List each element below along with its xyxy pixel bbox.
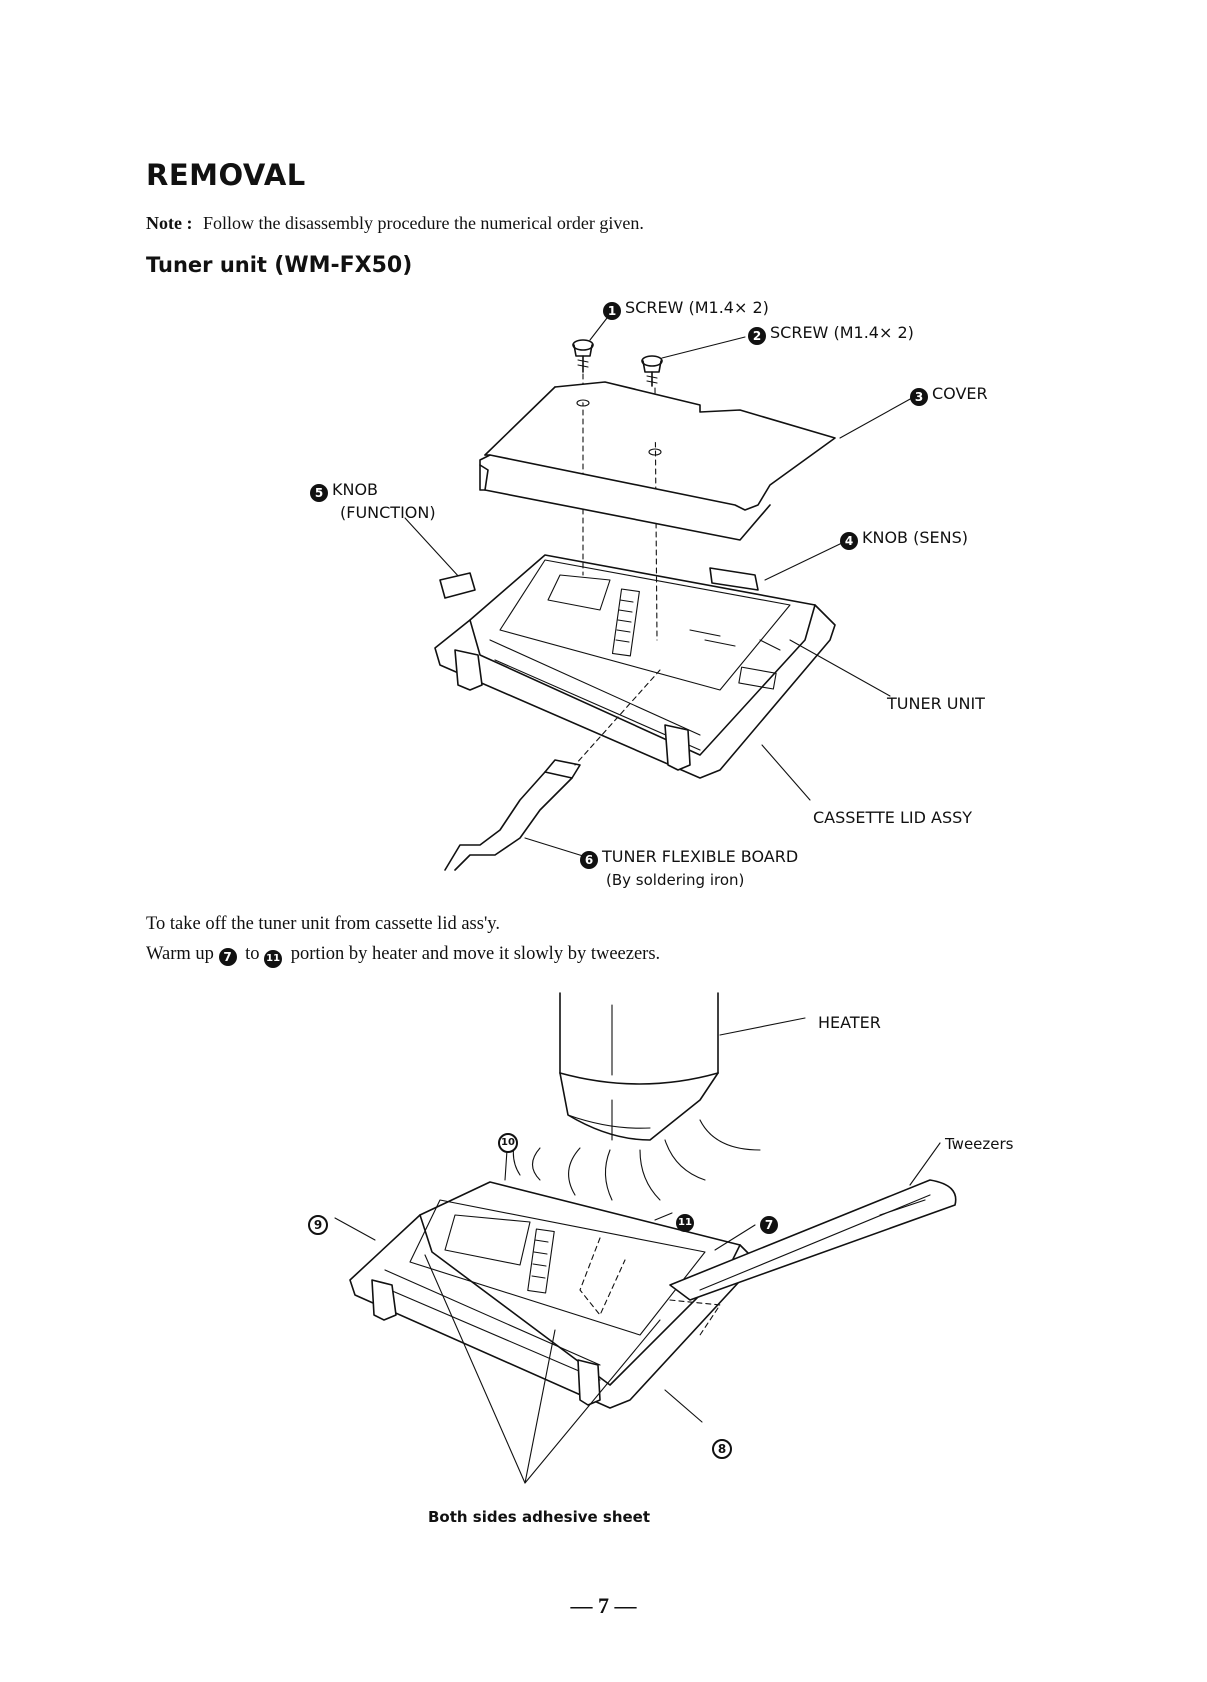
label-step-8: 8 — [712, 1436, 736, 1459]
label-adhesive-sheet: Both sides adhesive sheet — [428, 1508, 651, 1526]
section-title-main: Tuner unit — [146, 253, 267, 277]
label-flex-board-note: (By soldering iron) — [606, 871, 745, 889]
step-badge-7: 7 — [218, 948, 237, 966]
screw1-drawing — [572, 339, 594, 373]
instruction-line-2: Warm up 7 to 11 portion by heater and mo… — [146, 944, 660, 968]
figure2-drawing — [334, 992, 957, 1484]
label-tweezers: Tweezers — [945, 1135, 1014, 1153]
step-badge-2: 2 — [748, 327, 766, 345]
step-badge-1: 1 — [603, 302, 621, 320]
step-badge-4: 4 — [840, 532, 858, 550]
page-title: REMOVAL — [146, 158, 306, 192]
label-knob-function-line2: (FUNCTION) — [340, 503, 436, 522]
label-step-9: 9 — [308, 1212, 332, 1235]
label-step-7: 7 — [760, 1212, 782, 1234]
step-badge-3: 3 — [910, 388, 928, 406]
page-number: — 7 — — [570, 1593, 637, 1618]
note-text: Follow the disassembly procedure the num… — [202, 213, 644, 233]
instruction-line-1: To take off the tuner unit from cassette… — [146, 914, 500, 934]
step-badge-11: 11 — [264, 950, 283, 968]
label-cassette-lid: CASSETTE LID ASSY — [813, 808, 973, 827]
section-title-model: (WM-FX50) — [274, 253, 413, 278]
label-tuner-unit: TUNER UNIT — [887, 694, 985, 713]
figure1-drawing — [404, 317, 913, 871]
section-title: Tuner unit (WM-FX50) — [146, 253, 412, 278]
note-label: Note : — [146, 213, 193, 233]
step-badge-5: 5 — [310, 484, 328, 502]
label-heater: HEATER — [818, 1013, 881, 1032]
step-badge-6: 6 — [580, 851, 598, 869]
label-step-11: 11 — [676, 1208, 698, 1232]
label-step-10: 10 — [498, 1128, 522, 1153]
screw2-drawing — [641, 355, 663, 387]
note-line: Note : Follow the disassembly procedure … — [146, 213, 644, 234]
